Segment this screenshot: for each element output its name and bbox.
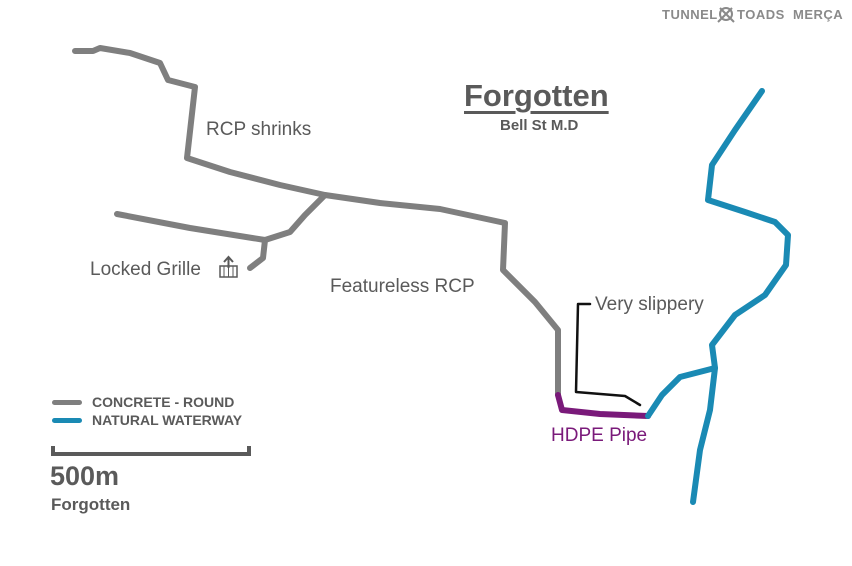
grille-icon [219, 255, 238, 278]
concrete-tunnel-branch [114, 192, 328, 243]
brand-merca: MERÇA [793, 7, 844, 22]
legend-label-concrete: CONCRETE - ROUND [92, 394, 235, 410]
waterway-main [690, 88, 791, 505]
concrete-tunnel-spur [247, 237, 268, 271]
legend-item-concrete: CONCRETE - ROUND [52, 393, 234, 411]
label-featureless-rcp: Featureless RCP [330, 276, 475, 297]
scale-name: Forgotten [51, 495, 131, 514]
slippery-annotation-line [574, 302, 642, 407]
waterway-branch [645, 365, 718, 419]
toad-logo-icon [717, 7, 735, 23]
map-subtitle: Bell St M.D [500, 117, 579, 134]
brand-tunnel: TUNNEL [662, 7, 718, 22]
brand-toads: TOADS [737, 7, 785, 22]
legend-item-waterway: NATURAL WATERWAY [52, 411, 242, 429]
label-hdpe-pipe: HDPE Pipe [551, 425, 648, 446]
concrete-tunnel-main [72, 45, 561, 398]
label-rcp-shrinks: RCP shrinks [206, 119, 312, 140]
hdpe-pipe-segment [555, 392, 651, 419]
legend-swatch-concrete [52, 399, 82, 405]
scale-bar [51, 446, 251, 456]
label-locked-grille: Locked Grille [90, 259, 201, 280]
label-very-slippery: Very slippery [595, 294, 704, 315]
legend-label-waterway: NATURAL WATERWAY [92, 412, 243, 428]
map-title: Forgotten [464, 78, 609, 113]
scale-value: 500m [50, 461, 120, 491]
legend-swatch-waterway [52, 417, 82, 423]
